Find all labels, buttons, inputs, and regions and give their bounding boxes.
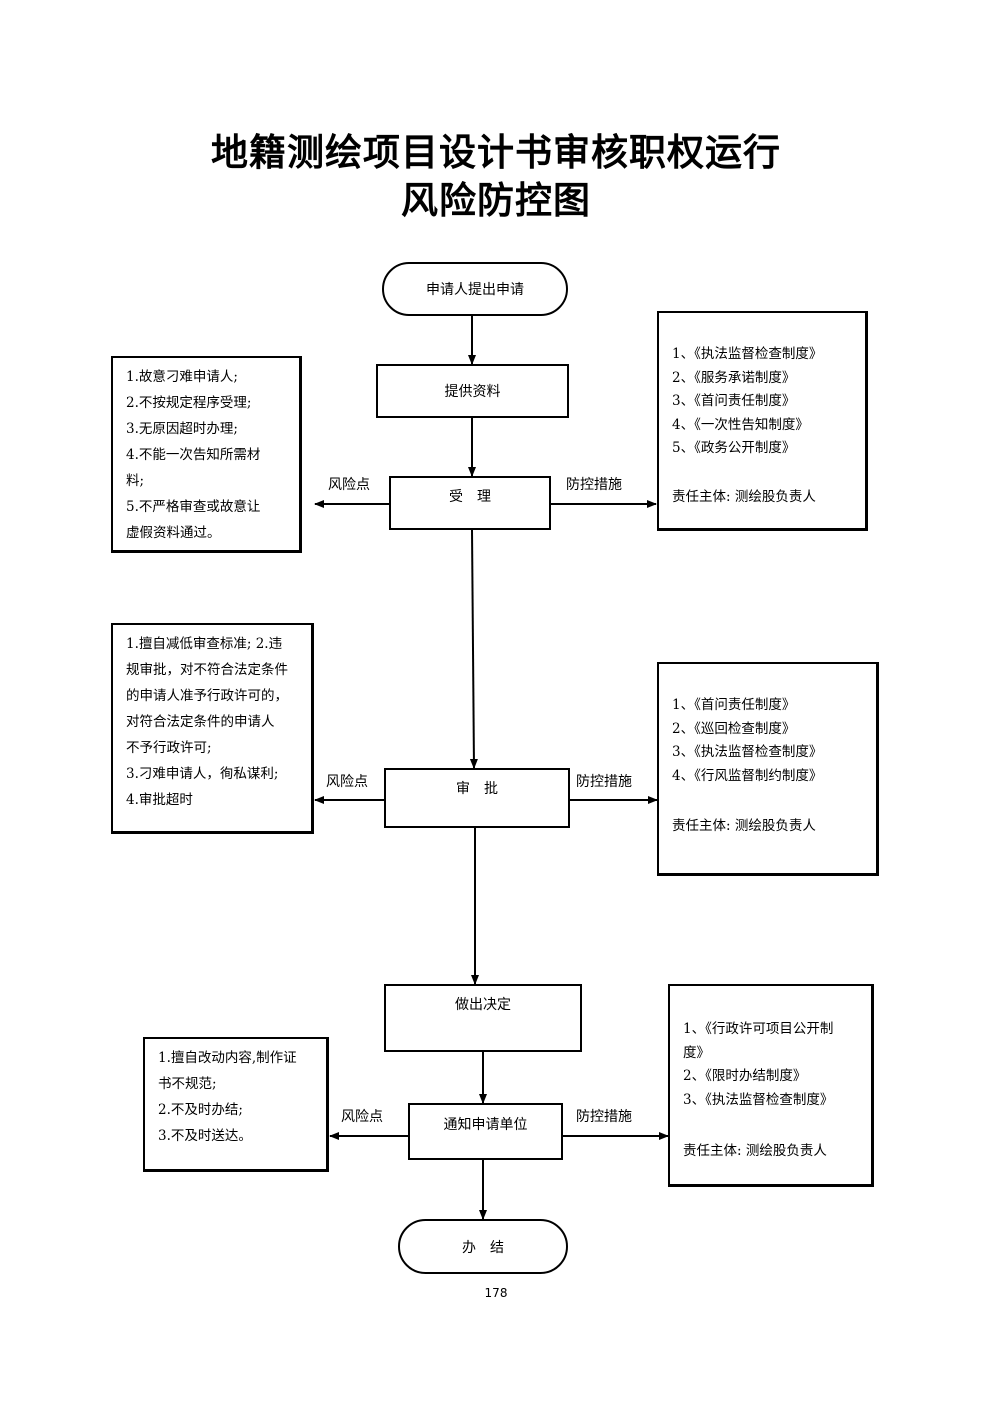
- risk-item: 虚假资料通过。: [126, 525, 221, 541]
- control-measures-label-accept: 防控措施: [566, 477, 622, 493]
- risk-item: 4.审批超时: [126, 792, 193, 808]
- responsible-party: 责任主体: 测绘股负责人: [672, 488, 816, 505]
- measure-item: 1、《执法监督检查制度》: [672, 346, 823, 362]
- measure-item: 3、《执法监督检查制度》: [683, 1091, 834, 1108]
- measure-item: 2、《限时办结制度》: [683, 1068, 807, 1084]
- risk-item: 书不规范;: [158, 1076, 217, 1092]
- flow-finish: 办 结: [398, 1219, 568, 1274]
- measure-item: 4、《行风监督制约制度》: [672, 767, 823, 784]
- risk-item: 料;: [126, 473, 145, 489]
- risk-point-label-accept: 风险点: [328, 477, 370, 493]
- risk-box-approve: 1.擅自减低审查标准; 2.违 规审批，对不符合法定条件 的申请人准予行政许可的…: [111, 623, 314, 834]
- control-measures-label-notify: 防控措施: [576, 1109, 632, 1125]
- measure-item: 2、《巡回检查制度》: [672, 720, 796, 737]
- page-number: 178: [484, 1286, 508, 1300]
- measures-box-accept: 1、《执法监督检查制度》 2、《服务承诺制度》 3、《首问责任制度》 4、《一次…: [657, 311, 868, 531]
- risk-item: 不予行政许可;: [126, 740, 212, 756]
- risk-item: 的申请人准予行政许可的，: [126, 688, 288, 704]
- risk-point-label-notify: 风险点: [341, 1109, 383, 1125]
- measure-item: 度》: [683, 1044, 710, 1061]
- measure-item: 4、《一次性告知制度》: [672, 416, 809, 433]
- control-measures-label-approve: 防控措施: [576, 774, 632, 790]
- risk-box-accept: 1.故意刁难申请人; 2.不按规定程序受理; 3.无原因超时办理; 4.不能一次…: [111, 356, 302, 553]
- page-title-line1: 地籍测绘项目设计书审核职权运行: [211, 130, 781, 174]
- measures-box-approve: 1、《首问责任制度》 2、《巡回检查制度》 3、《执法监督检查制度》 4、《行风…: [657, 662, 879, 876]
- measure-item: 5、《政务公开制度》: [672, 440, 796, 456]
- measure-item: 2、《服务承诺制度》: [672, 369, 796, 386]
- arrow-accept-to-approve: [469, 529, 478, 769]
- measure-item: 1、《首问责任制度》: [672, 697, 796, 713]
- risk-item: 3.不及时送达。: [158, 1128, 252, 1144]
- risk-item: 4.不能一次告知所需材: [126, 447, 261, 463]
- risk-item: 3.无原因超时办理;: [126, 421, 238, 437]
- page-title-line2: 风险防控图: [401, 178, 591, 222]
- flow-notify: 通知申请单位: [408, 1103, 563, 1160]
- risk-item: 5.不严格审查或故意让: [126, 499, 261, 515]
- responsible-party: 责任主体: 测绘股负责人: [672, 818, 816, 834]
- measures-box-notify: 1、《行政许可项目公开制 度》 2、《限时办结制度》 3、《执法监督检查制度》 …: [668, 984, 874, 1187]
- flow-accept: 受 理: [389, 476, 551, 530]
- measure-item: 3、《首问责任制度》: [672, 393, 796, 409]
- risk-point-label-approve: 风险点: [326, 774, 368, 790]
- flow-start: 申请人提出申请: [382, 262, 568, 316]
- risk-item: 规审批，对不符合法定条件: [126, 662, 288, 678]
- flow-provide-materials: 提供资料: [376, 364, 569, 418]
- responsible-party: 责任主体: 测绘股负责人: [683, 1143, 827, 1159]
- risk-item: 3.刁难申请人，徇私谋利;: [126, 766, 279, 782]
- risk-box-notify: 1.擅自改动内容,制作证 书不规范; 2.不及时办结; 3.不及时送达。: [143, 1037, 329, 1172]
- risk-item: 对符合法定条件的申请人: [126, 714, 275, 730]
- measure-item: 3、《执法监督检查制度》: [672, 744, 823, 760]
- flow-approve: 审 批: [384, 768, 570, 828]
- flow-decide: 做出决定: [384, 984, 582, 1052]
- risk-item: 1.擅自减低审查标准; 2.违: [126, 636, 283, 652]
- risk-item: 2.不及时办结;: [158, 1102, 243, 1118]
- measure-item: 1、《行政许可项目公开制: [683, 1021, 834, 1037]
- risk-item: 2.不按规定程序受理;: [126, 395, 252, 411]
- risk-item: 1.擅自改动内容,制作证: [158, 1050, 297, 1066]
- risk-item: 1.故意刁难申请人;: [126, 369, 238, 385]
